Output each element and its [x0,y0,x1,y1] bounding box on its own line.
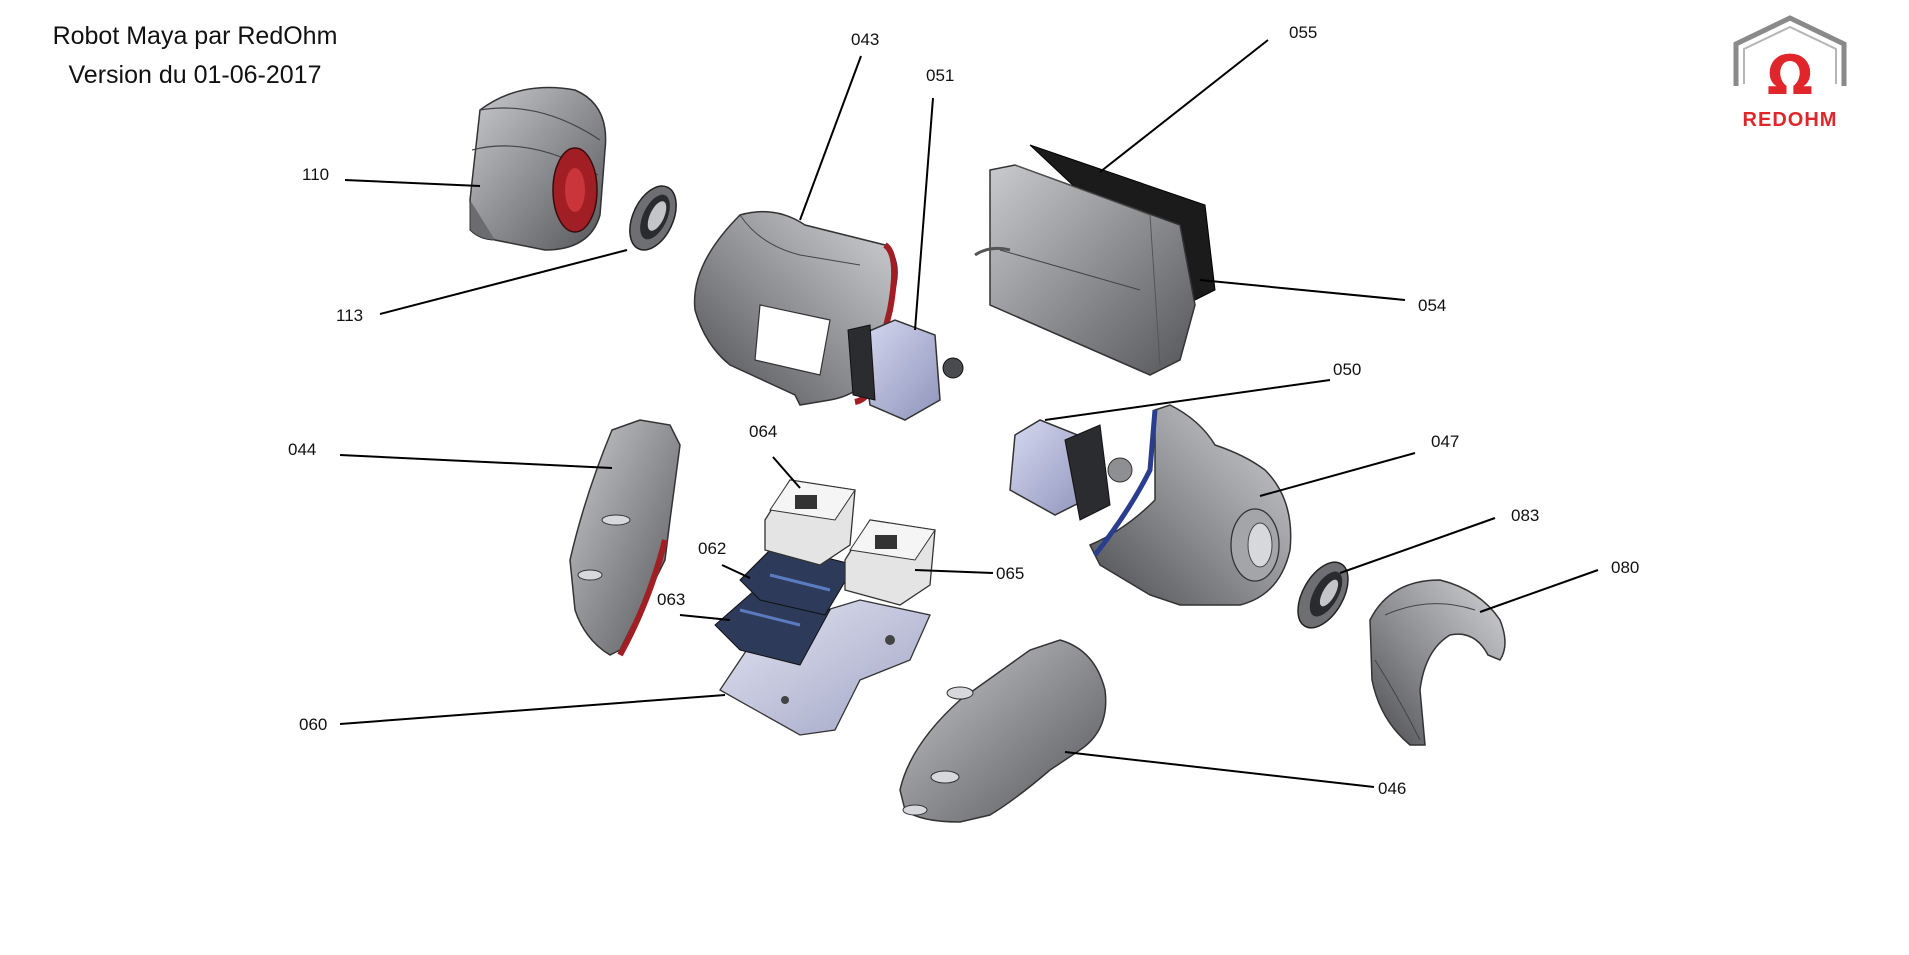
label-054: 054 [1418,296,1446,315]
leader-054 [1199,279,1406,301]
leader-lines [339,39,1599,788]
omega-symbol: Ω [1767,44,1813,107]
label-047: 047 [1431,432,1459,451]
logo-wordmark: REDOHM [1743,109,1838,131]
leader-044 [339,454,613,469]
label-113: 113 [336,306,363,325]
leader-063 [679,614,731,621]
part-043-neck-bracket [693,210,898,406]
label-046: 046 [1378,779,1406,798]
part-113-ring [629,185,677,251]
label-080: 080 [1611,558,1639,577]
part-051-servo [847,319,964,421]
leader-051 [914,97,934,331]
part-050-servo [1009,419,1133,521]
part-044-arm-shell [569,419,681,657]
label-055: 055 [1289,23,1317,42]
leader-062 [721,564,751,579]
leader-110 [344,179,481,187]
version-subtitle: Version du 01-06-2017 [68,61,322,89]
label-043: 043 [851,30,879,49]
part-labels: 110 113 043 051 055 054 050 047 044 064 … [288,23,1639,798]
leader-064 [772,456,801,489]
label-064: 064 [749,422,777,441]
house-outline-icon [1733,15,1847,86]
label-083: 083 [1511,506,1539,525]
part-064-module [764,479,856,566]
label-110: 110 [302,165,329,184]
leader-046 [1064,751,1375,788]
part-065-module [844,519,936,606]
part-080-wheel-cover [1369,579,1506,746]
label-062: 062 [698,539,726,558]
part-083-ring [1297,561,1349,629]
label-063: 063 [657,590,685,609]
leader-065 [914,569,994,574]
part-047-torso-shell [1088,404,1292,606]
leader-055 [1099,39,1269,173]
leader-060 [339,694,726,725]
leader-050 [1044,379,1331,421]
part-054-screen-housing [974,164,1196,376]
label-050: 050 [1333,360,1361,379]
leader-080 [1479,569,1599,613]
leader-083 [1339,517,1496,574]
leader-113 [379,249,628,315]
redohm-logo: Ω REDOHM [1733,15,1847,131]
part-110-head-shell [469,86,607,251]
label-065: 065 [996,564,1024,583]
leader-047 [1259,452,1416,497]
label-051: 051 [926,66,954,85]
leader-043 [799,55,862,221]
label-060: 060 [299,715,327,734]
part-046-front-shell [899,639,1107,823]
label-044: 044 [288,440,316,459]
page-title: Robot Maya par RedOhm [52,22,338,50]
